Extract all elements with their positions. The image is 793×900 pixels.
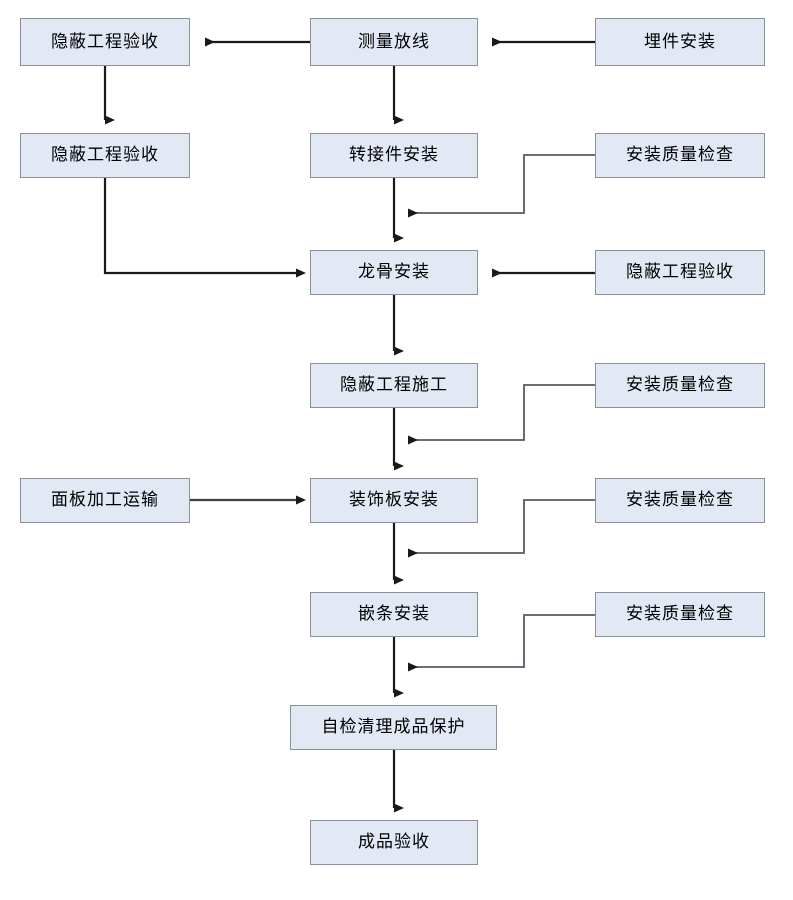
node-yinbi-gongcheng-yanshou-2[interactable]: 隐蔽工程验收 [20, 133, 190, 178]
node-yinbi-gongcheng-yanshou-3[interactable]: 隐蔽工程验收 [595, 250, 765, 295]
node-yinbi-gongcheng-yanshou-1[interactable]: 隐蔽工程验收 [20, 18, 190, 66]
node-anzhuang-zhiliang-jiancha-1[interactable]: 安装质量检查 [595, 133, 765, 178]
node-mianban-jiagong-yunshu[interactable]: 面板加工运输 [20, 478, 190, 523]
node-longgu-anzhuang[interactable]: 龙骨安装 [310, 250, 478, 295]
node-qiantiao-anzhuang[interactable]: 嵌条安装 [310, 592, 478, 637]
node-yinbi-gongcheng-shigong[interactable]: 隐蔽工程施工 [310, 363, 478, 408]
node-anzhuang-zhiliang-jiancha-2[interactable]: 安装质量检查 [595, 363, 765, 408]
node-celiang-fangxian[interactable]: 测量放线 [310, 18, 478, 66]
edge-yinbi2-to-longgu [103, 178, 306, 278]
node-anzhuang-zhiliang-jiancha-3[interactable]: 安装质量检查 [595, 478, 765, 523]
node-zhuangshiban-anzhuang[interactable]: 装饰板安装 [310, 478, 478, 523]
node-anzhuang-zhiliang-jiancha-4[interactable]: 安装质量检查 [595, 592, 765, 637]
node-maijian-anzhuang[interactable]: 埋件安装 [595, 18, 765, 66]
node-zijian-qingli-chengpin-baohu[interactable]: 自检清理成品保护 [290, 705, 497, 750]
node-zhuanjiejian-anzhuang[interactable]: 转接件安装 [310, 133, 478, 178]
node-chengpin-yanshou[interactable]: 成品验收 [310, 820, 478, 865]
